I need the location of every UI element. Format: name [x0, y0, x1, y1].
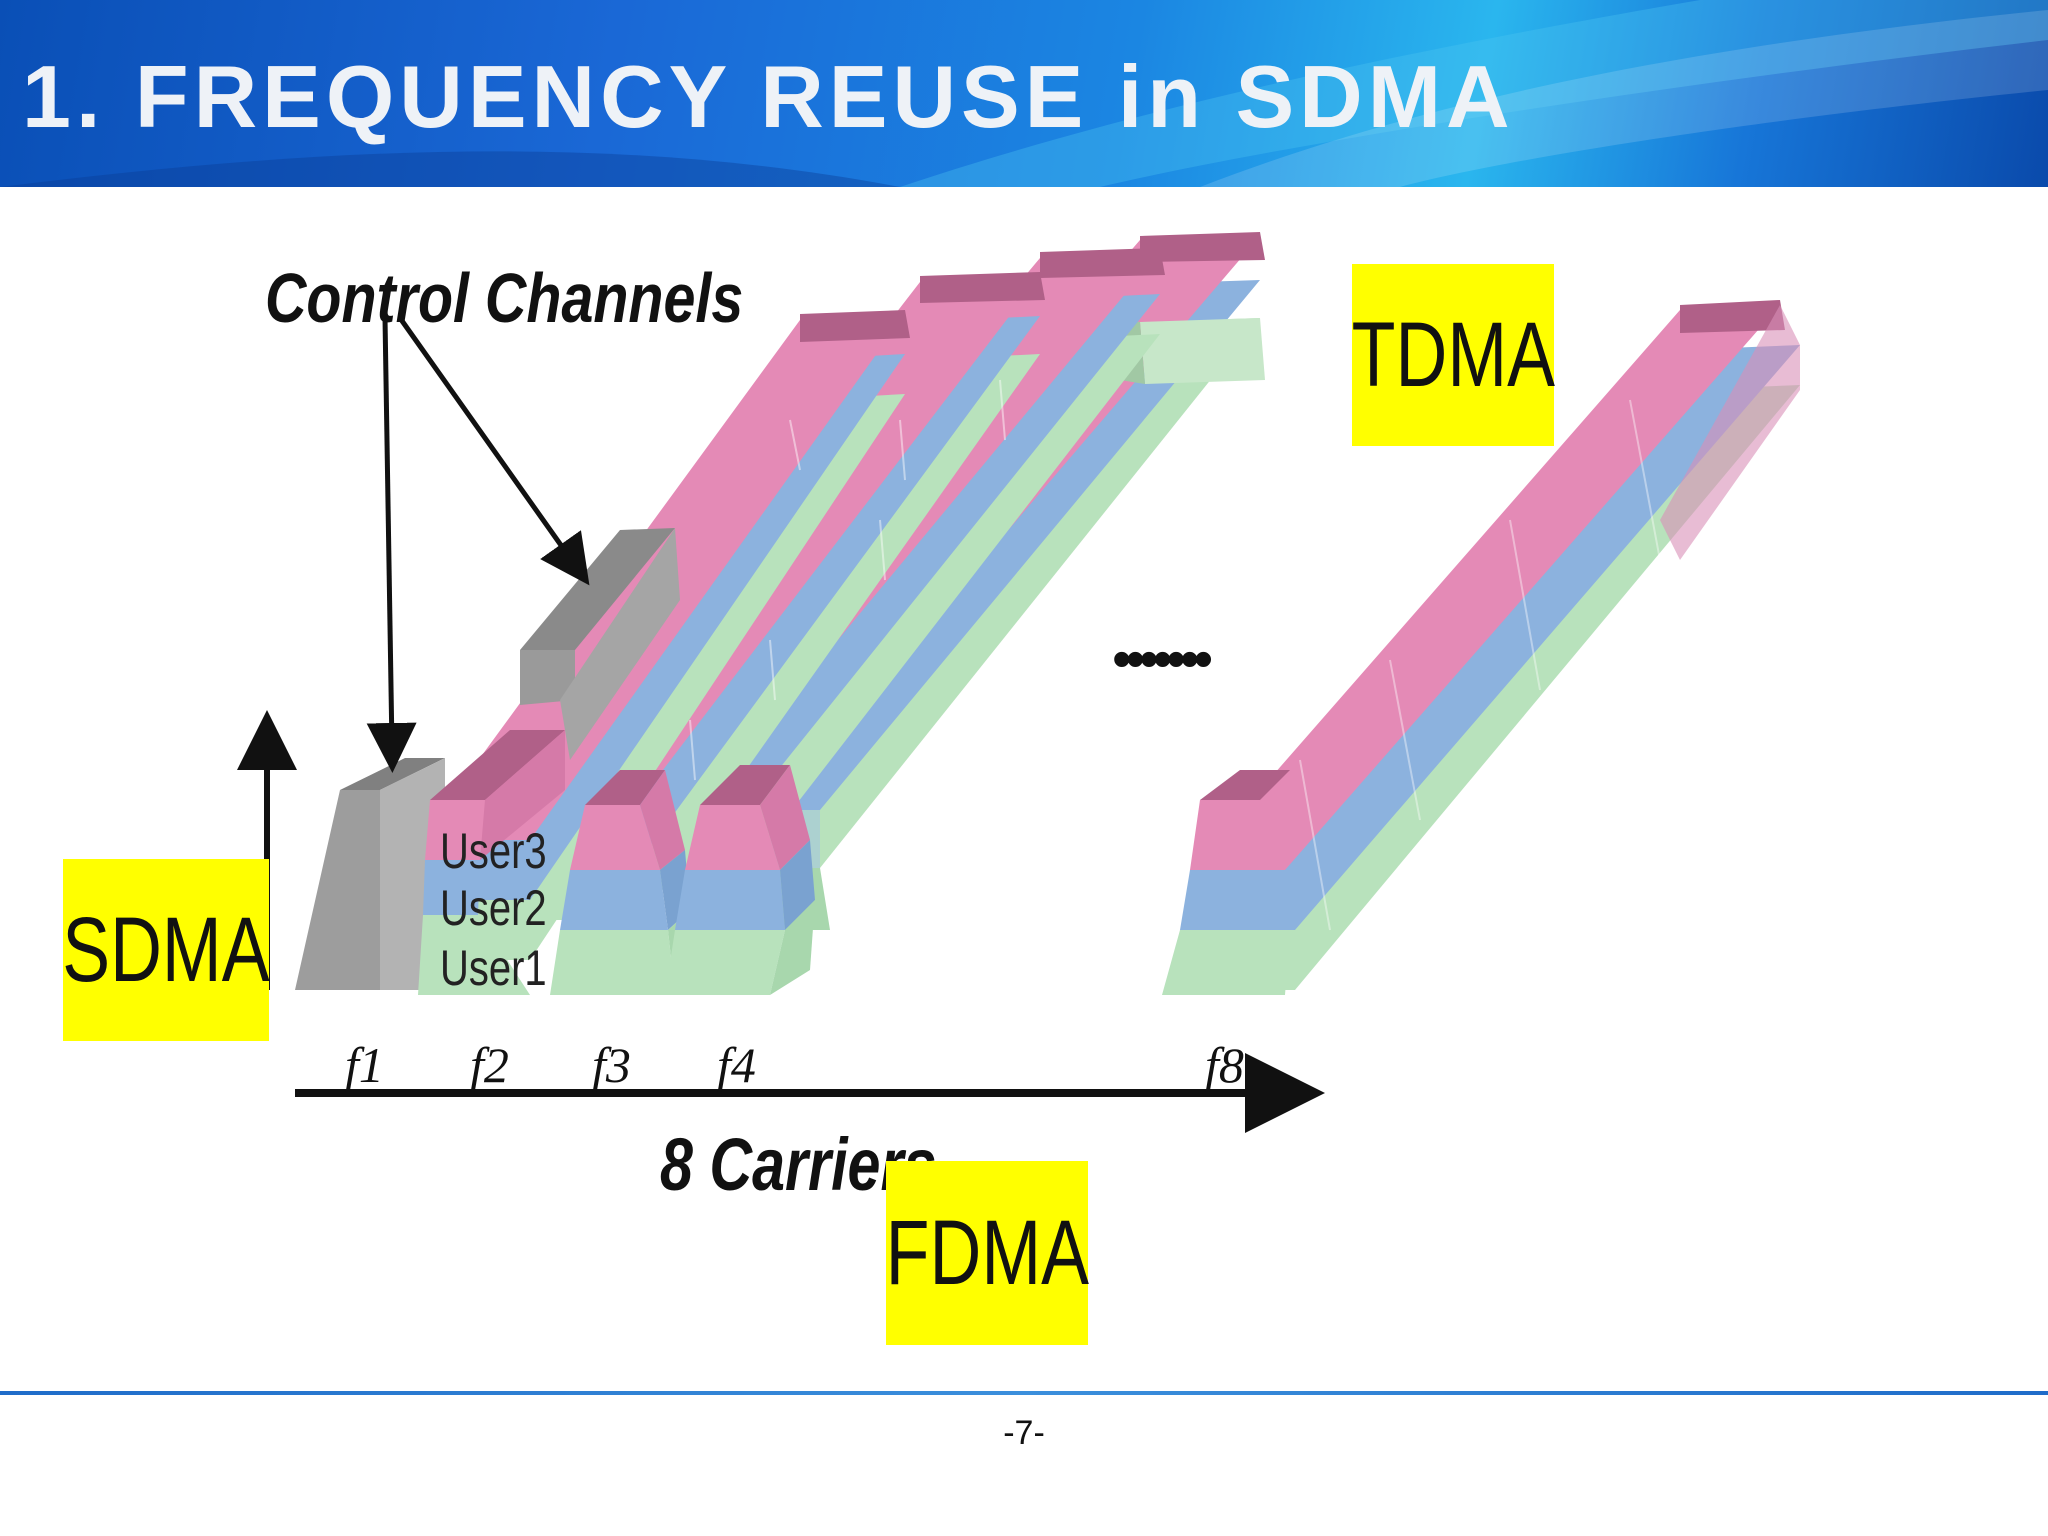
carrier-label-f4: f4 — [717, 1037, 756, 1093]
user1-label: User1 — [440, 940, 547, 996]
tdma-ridge-f1 — [420, 310, 910, 960]
tdma-label-box: TDMA — [1351, 264, 1555, 446]
carrier-label-f2: f2 — [470, 1037, 509, 1093]
page-title: 1. FREQUENCY REUSE in SDMA — [22, 47, 1515, 146]
control-channel-arrows — [366, 316, 590, 773]
tdma-label: TDMA — [1351, 303, 1555, 406]
carrier-f4-block — [665, 765, 815, 995]
header-swoosh-decoration — [0, 0, 2048, 187]
carrier-label-f3: f3 — [592, 1037, 631, 1093]
tdma-ridge-f8 — [1162, 300, 1800, 995]
sdma-label-box: SDMA — [62, 859, 270, 1041]
page-number: -7- — [1003, 1414, 1045, 1452]
fdma-label-box: FDMA — [885, 1161, 1089, 1345]
ellipsis: ••••••• — [1112, 627, 1212, 690]
slot-dividers — [689, 379, 1006, 781]
control-channels-label: Control Channels — [265, 259, 743, 338]
user3-label: User3 — [440, 823, 547, 879]
slide-header: 1. FREQUENCY REUSE in SDMA — [0, 0, 2048, 187]
fdma-label: FDMA — [885, 1201, 1089, 1304]
carrier-f2-block — [418, 730, 565, 995]
footer-divider — [0, 1391, 2048, 1395]
sdma-label: SDMA — [62, 898, 270, 1001]
f8-slot-dividers — [1299, 399, 1661, 931]
user2-label: User2 — [440, 880, 547, 936]
carrier-label-f1: f1 — [345, 1037, 384, 1093]
carrier-label-f8: f8 — [1205, 1037, 1244, 1093]
carrier-f3-block — [550, 770, 695, 995]
